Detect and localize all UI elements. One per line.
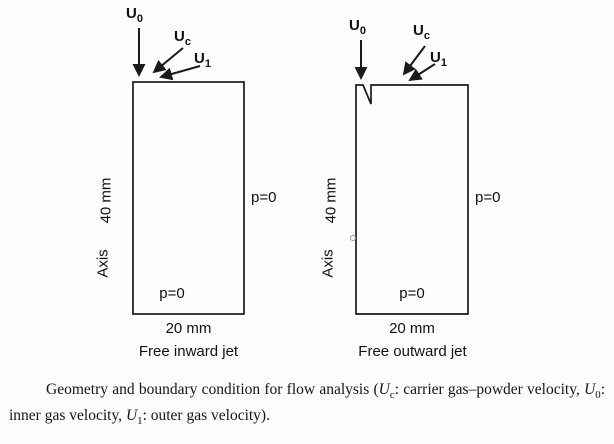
left-uc-base: U <box>174 28 185 45</box>
caption-u0-sub: 0 <box>595 389 601 402</box>
left-figure-title: Free inward jet <box>138 343 239 360</box>
left-u1-base: U <box>194 50 205 67</box>
right-pressure-right-label: p=0 <box>475 189 501 206</box>
left-u0-sub: 0 <box>136 13 143 25</box>
right-u0-sub: 0 <box>359 25 366 37</box>
left-u1-arrow-icon <box>159 65 201 81</box>
left-domain-outline <box>132 81 245 315</box>
right-u1-sub: 1 <box>440 57 447 69</box>
caption-u1-symbol: U <box>125 406 138 424</box>
right-uc-sub: c <box>423 30 430 42</box>
right-axis-label: Axis <box>319 249 337 278</box>
diagram-canvas <box>132 28 469 315</box>
left-height-label: 40 mm <box>97 177 115 224</box>
left-uc-arrow-icon <box>152 47 184 74</box>
left-pressure-right-label: p=0 <box>251 189 277 206</box>
right-u0-label: U0 <box>349 18 366 37</box>
left-u0-base: U <box>126 5 137 22</box>
caption-segment: : outer gas velocity). <box>142 406 270 424</box>
figure-caption: Geometry and boundary condition for flow… <box>9 378 605 430</box>
right-u1-label: U1 <box>430 50 447 69</box>
left-axis-label: Axis <box>94 249 112 278</box>
right-pressure-bottom-label: p=0 <box>399 285 425 302</box>
right-u0-base: U <box>349 17 360 34</box>
right-u1-base: U <box>430 49 441 66</box>
left-u1-label: U1 <box>194 51 211 70</box>
left-width-label: 20 mm <box>165 320 212 337</box>
axis-marker-icon <box>350 235 356 241</box>
caption-uc-sub: c <box>389 389 395 402</box>
left-uc-label: Uc <box>174 29 191 48</box>
caption-uc-symbol: U <box>378 381 390 398</box>
left-pressure-bottom-label: p=0 <box>159 285 185 302</box>
caption-u0-symbol: U <box>584 381 596 398</box>
left-u0-label: U0 <box>126 6 143 25</box>
right-figure-title: Free outward jet <box>358 343 467 360</box>
right-u1-arrow-icon <box>408 63 436 82</box>
right-width-label: 20 mm <box>389 320 435 337</box>
right-uc-base: U <box>413 22 424 39</box>
left-u1-sub: 1 <box>204 58 211 70</box>
right-uc-label: Uc <box>413 23 430 42</box>
caption-segment: Geometry and boundary condition for flow… <box>46 381 379 398</box>
caption-segment: : inner gas velocity, <box>9 381 606 424</box>
right-domain-outline <box>355 84 469 315</box>
caption-u1-sub: 1 <box>137 414 143 427</box>
caption-segment: : carrier gas–powder velocity, <box>394 381 585 398</box>
right-uc-arrow-icon <box>402 45 426 76</box>
right-height-label: 40 mm <box>322 177 340 224</box>
left-uc-sub: c <box>184 36 191 48</box>
